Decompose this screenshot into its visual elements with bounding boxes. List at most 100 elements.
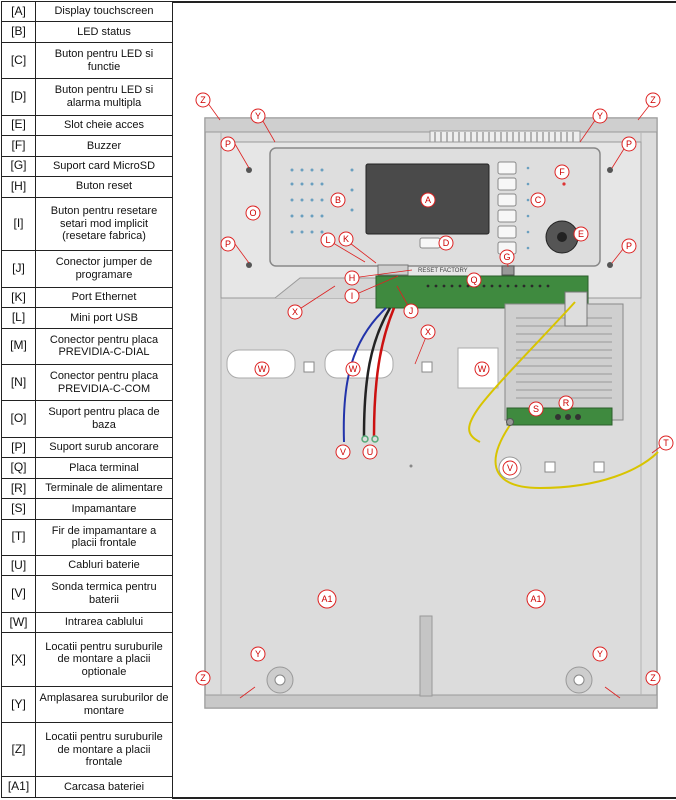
svg-text:Z: Z [650,673,656,683]
svg-text:G: G [503,252,510,262]
marker-y-4: Y [592,646,608,662]
legend-code: [G] [1,155,36,178]
legend-text: Buton reset [35,176,173,198]
battery-cable-black [362,307,392,437]
legend-row: [C]Buton pentru LED si functie [1,41,173,80]
legend-text: Locatii pentru suruburile de montare a p… [35,632,173,688]
legend-code: [S] [1,498,36,520]
legend-row: [K]Port Ethernet [1,286,173,309]
svg-text:W: W [478,364,487,374]
legend-row: [R]Terminale de alimentare [1,477,173,500]
svg-text:W: W [349,364,358,374]
ground-point [506,418,514,426]
legend-text: Sonda termica pentru baterii [35,575,173,613]
legend-code: [B] [1,21,36,43]
marker-z-1: Z [195,92,211,108]
function-leds [526,166,530,250]
legend-code: [E] [1,114,36,137]
microsd-holder [501,265,515,276]
legend-code: [V] [1,575,36,613]
svg-text:Z: Z [200,95,206,105]
marker-d: D [438,235,454,251]
marker-r: R [558,395,574,411]
svg-text:X: X [425,327,431,337]
reset-factory-text: RESET FACTORY [418,268,468,274]
legend-code: [W] [1,611,36,634]
marker-h: H [344,270,360,286]
svg-text:P: P [225,239,231,249]
marker-f: F [554,164,570,180]
marker-x-1: X [287,304,303,320]
marker-a1-1: A1 [317,589,337,609]
svg-text:P: P [626,241,632,251]
legend-text: Suport surub ancorare [35,436,173,459]
legend-row: [B]LED status [1,21,173,43]
legend-code: [Z] [1,722,36,778]
marker-v-2: V [502,460,518,476]
svg-text:W: W [258,364,267,374]
legend-table: [A]Display touchscreen[B]LED status[C]Bu… [1,0,173,798]
legend-row: [S]Impamantare [1,498,173,520]
marker-p-1: P [220,136,236,152]
legend-row: [D]Buton pentru LED si alarma multipla [1,78,173,116]
center-hole [409,464,413,468]
legend-text: Buzzer [35,135,173,157]
legend-row: [Y]Amplasarea suruburilor de montare [1,686,173,724]
cable-entry-2 [324,349,394,379]
marker-s: S [528,401,544,417]
legend-code: [R] [1,477,36,500]
option-slots [303,361,605,473]
legend-row: [F]Buzzer [1,135,173,157]
svg-text:J: J [409,306,414,316]
svg-text:V: V [507,463,513,473]
marker-p-4: P [621,238,637,254]
legend-text: Locatii pentru suruburile de montare a p… [35,722,173,778]
mounting-holes [266,666,593,694]
marker-l: L [320,232,336,248]
psu-vents [516,317,612,399]
svg-text:D: D [443,238,450,248]
svg-text:C: C [535,195,542,205]
legend-code: [A1] [1,776,36,798]
legend-text: Cabluri baterie [35,554,173,577]
svg-text:Y: Y [597,649,603,659]
svg-text:Y: Y [255,649,261,659]
marker-p-2: P [621,136,637,152]
power-terminals [555,414,581,420]
legend-row: [J]Conector jumper de programare [1,250,173,288]
svg-text:F: F [559,167,565,177]
battery-cable-red [372,307,396,437]
svg-text:Y: Y [255,111,261,121]
legend-code: [K] [1,286,36,309]
legend-row: [U]Cabluri baterie [1,554,173,577]
svg-text:K: K [343,234,349,244]
marker-z-3: Z [195,670,211,686]
legend-text: Impamantare [35,498,173,520]
marker-j: J [403,303,419,319]
legend-text: Amplasarea suruburilor de montare [35,686,173,724]
svg-text:I: I [351,291,354,301]
status-leds [290,168,354,234]
legend-row: [X]Locatii pentru suruburile de montare … [1,632,173,688]
legend-text: Port Ethernet [35,286,173,309]
buzzer [562,182,566,186]
svg-text:T: T [663,438,669,448]
legend-code: [Q] [1,457,36,479]
legend-row: [E]Slot cheie acces [1,114,173,137]
marker-z-2: Z [645,92,661,108]
legend-code: [X] [1,632,36,688]
legend-code: [D] [1,78,36,116]
svg-text:V: V [340,447,346,457]
legend-code: [J] [1,250,36,288]
marker-t: T [658,435,674,451]
marker-q: Q [466,272,482,288]
legend-code: [H] [1,176,36,198]
legend-row: [M]Conector pentru placa PREVIDIA-C-DIAL [1,327,173,366]
legend-row: [A]Display touchscreen [1,0,173,23]
svg-text:P: P [225,139,231,149]
svg-text:X: X [292,307,298,317]
marker-x-2: X [420,324,436,340]
legend-row: [P]Suport surub ancorare [1,436,173,459]
svg-text:H: H [349,273,356,283]
svg-text:Q: Q [470,275,477,285]
